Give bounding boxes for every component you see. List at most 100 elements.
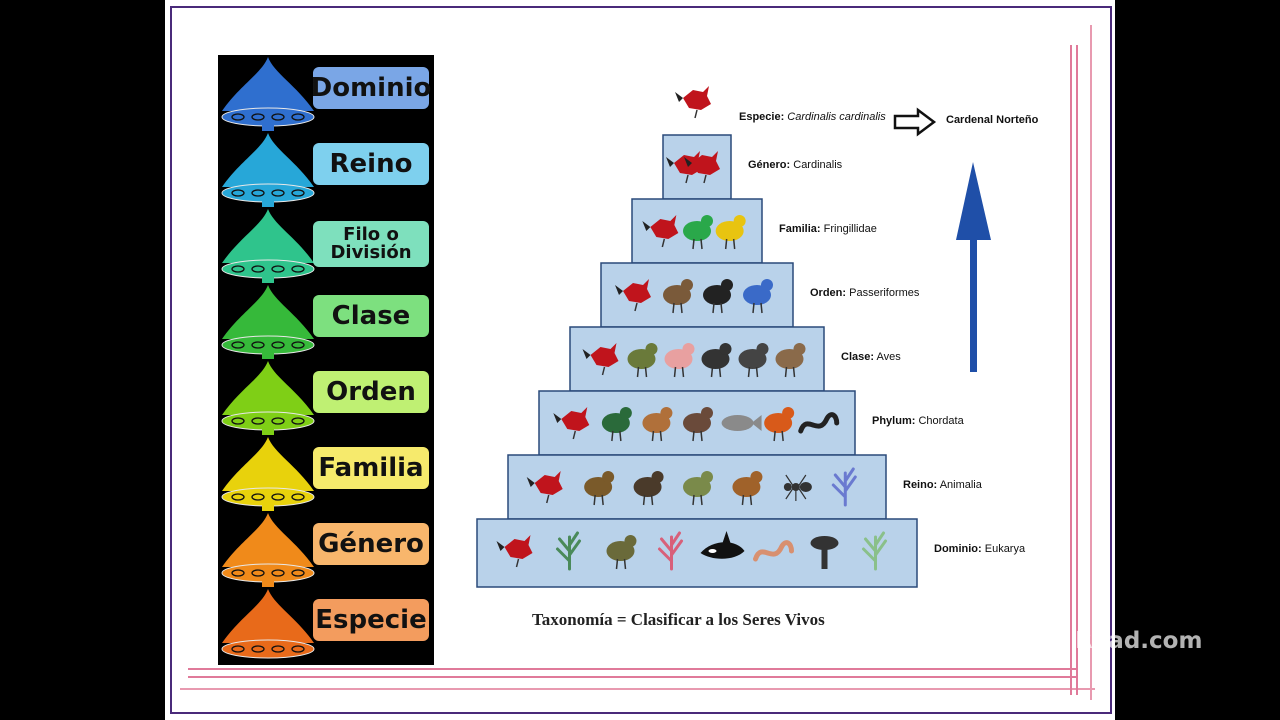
cardinal-icon — [615, 279, 651, 312]
caption-rank: Phylum: — [872, 415, 916, 427]
otter-icon — [683, 407, 713, 442]
rank-label: Género — [313, 523, 429, 565]
pyramid-tier — [476, 518, 918, 588]
rank-label-line: Especie — [315, 605, 427, 635]
caption-rank: Orden: — [810, 287, 847, 299]
monkey-icon — [732, 471, 763, 506]
rank-label-line: Reino — [329, 149, 413, 179]
tier-caption: Clase: Aves — [841, 351, 901, 363]
rank-bell-icon — [221, 589, 315, 659]
page-title: Taxonomía = Clasificar a los Seres Vivos — [532, 610, 825, 629]
rank-bell-icon — [221, 57, 315, 131]
watermark: Read.com — [1075, 628, 1203, 654]
caption-rank: Familia: — [779, 223, 821, 235]
caption-taxon: Fringillidae — [823, 223, 877, 235]
decorative-border — [1090, 25, 1094, 700]
cardinal-icon — [582, 343, 619, 376]
top-species-figure — [675, 86, 711, 119]
decorative-border — [180, 688, 1095, 692]
magpie-icon — [738, 343, 769, 378]
pyramid-graphics — [476, 86, 991, 588]
decorative-border — [188, 668, 1078, 678]
rank-row: Especie — [218, 587, 434, 663]
decorative-border — [1070, 45, 1078, 695]
slide-frame — [170, 6, 1112, 714]
rank-label: Familia — [313, 447, 429, 489]
rank-label: Clase — [313, 295, 429, 337]
caption-rank: Género: — [748, 159, 791, 171]
rank-row: Reino — [218, 131, 434, 207]
caption-taxon: Aves — [876, 351, 901, 363]
rank-label: Orden — [313, 371, 429, 413]
rank-label-line: Familia — [318, 453, 424, 483]
cardinal-icon — [553, 407, 590, 440]
kangaroo-icon — [642, 407, 673, 442]
tier-caption: Orden: Passeriformes — [810, 287, 919, 299]
tier-organisms — [553, 407, 840, 442]
swallow-icon — [701, 343, 732, 378]
caption-taxon: Animalia — [939, 479, 982, 491]
caption-taxon: Cardinalis cardinalis — [784, 111, 886, 123]
hollow-right-arrow-icon — [893, 107, 937, 137]
caption-rank: Especie: — [739, 111, 785, 123]
rank-label: Especie — [313, 599, 429, 641]
tier-caption: Familia: Fringillidae — [779, 223, 877, 235]
caption-taxon: Eukarya — [984, 543, 1026, 555]
rank-row: Clase — [218, 283, 434, 359]
rank-bell-icon — [221, 437, 315, 511]
plant-icon — [556, 531, 581, 571]
leaf-icon — [606, 535, 637, 570]
sponge-icon — [831, 467, 857, 507]
snake-icon — [798, 412, 840, 434]
fish-icon — [721, 415, 762, 431]
rank-label-line: Orden — [326, 377, 416, 407]
tier-organisms — [496, 531, 887, 571]
caption-rank: Reino: — [903, 479, 938, 491]
sparrow-icon — [663, 279, 693, 314]
cardinal-icon — [642, 215, 679, 248]
rank-label-line: Género — [318, 529, 424, 559]
rank-bell-icon — [221, 209, 315, 283]
rank-row: Dominio — [218, 55, 434, 131]
tier-caption: Género: Cardinalis — [748, 159, 842, 171]
ant-icon — [783, 474, 812, 501]
horseshoe-crab-icon — [584, 471, 615, 506]
caption-taxon: Chordata — [918, 415, 964, 427]
cardinal-icon — [496, 535, 533, 568]
rank-row: Orden — [218, 359, 434, 435]
up-arrow-icon — [956, 162, 991, 372]
common-name-label: Cardenal Norteño — [946, 114, 1039, 126]
caption-rank: Dominio: — [934, 543, 982, 555]
rank-label-line: Clase — [331, 301, 411, 331]
frog-icon — [764, 407, 795, 442]
turtle-icon — [601, 407, 632, 442]
cardinal-icon — [675, 86, 711, 119]
caption-rank: Clase: — [841, 351, 875, 363]
snail-icon — [683, 471, 713, 506]
rank-row: Familia — [218, 435, 434, 511]
orca-icon — [700, 531, 745, 559]
rank-bell-icon — [221, 285, 315, 359]
heron-icon — [775, 343, 806, 378]
tier-organisms — [615, 279, 773, 314]
cardinal-icon — [684, 151, 720, 184]
tier-organisms — [642, 215, 746, 250]
flamingo-icon — [664, 343, 695, 378]
blackbird-icon — [703, 279, 733, 314]
rank-bell-icon — [221, 133, 315, 207]
cardinal-icon — [526, 471, 563, 504]
tier-organisms — [582, 343, 806, 378]
rank-label-line: División — [330, 242, 412, 263]
duck-icon — [627, 343, 658, 378]
rank-bell-icon — [221, 361, 315, 435]
coral-icon — [658, 531, 683, 571]
algae-icon — [862, 531, 887, 571]
rank-label: Dominio — [310, 67, 432, 109]
rank-label-line: Dominio — [310, 73, 432, 103]
yellow-finch-icon — [715, 215, 746, 250]
tier-caption: Phylum: Chordata — [872, 415, 964, 427]
